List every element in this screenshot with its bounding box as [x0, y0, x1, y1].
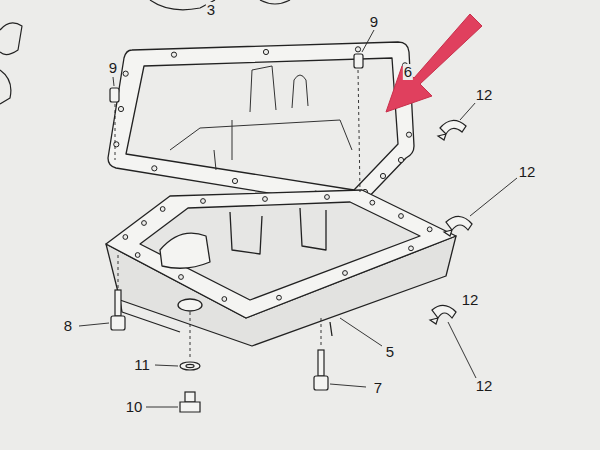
bolt-hole	[152, 166, 157, 171]
bolt-hole	[171, 52, 176, 57]
pan-well	[140, 202, 420, 300]
bolt-hole	[135, 253, 140, 258]
bolt-hole	[232, 178, 237, 183]
drain-plug-thread	[185, 392, 195, 402]
callout-number: 12	[475, 378, 494, 394]
pan-flange	[106, 190, 456, 318]
leader-line	[448, 322, 476, 378]
red-pointer-arrow	[386, 14, 482, 112]
callout-number: 5	[385, 344, 395, 360]
drain-boss	[178, 299, 202, 311]
leader-line	[155, 365, 178, 366]
bolt-hole	[263, 197, 268, 202]
bolt-head	[111, 316, 125, 330]
leader-line	[470, 178, 517, 216]
center-line	[358, 70, 360, 192]
bolt-head	[314, 376, 328, 390]
leader-line	[362, 30, 374, 52]
hose-clip	[430, 305, 456, 324]
bolt-hole	[370, 200, 375, 205]
callout-number: 12	[475, 87, 494, 103]
gasket-holes	[114, 47, 412, 197]
bolt-hole	[355, 47, 360, 52]
callout-number: 3	[206, 2, 216, 18]
part-outline	[0, 23, 22, 55]
pan-internals-through-gasket	[170, 66, 352, 170]
dowel-pin	[110, 54, 363, 102]
gasket	[108, 42, 414, 207]
dowel-pin	[354, 54, 363, 68]
pan-boss	[160, 233, 210, 268]
leader-line	[113, 77, 114, 86]
bolt-hole	[399, 214, 404, 219]
bolt-hole	[409, 246, 414, 251]
bolt-hole	[123, 71, 128, 76]
dowel-pin	[110, 88, 119, 102]
pan-detail	[120, 300, 332, 336]
bolt-shank	[115, 290, 121, 316]
leader-line	[330, 384, 366, 387]
callout-number: 9	[108, 60, 118, 76]
pan-rib	[230, 208, 326, 254]
hose-clip	[444, 216, 472, 236]
bolt-hole	[343, 271, 348, 276]
baffle-line	[214, 120, 232, 170]
leader-line	[460, 102, 476, 120]
callout-number: 12	[518, 164, 537, 180]
part-outline	[0, 70, 11, 104]
leader-line	[79, 323, 109, 326]
center-line	[115, 104, 116, 160]
bolt-hole	[398, 157, 403, 162]
baffle-line	[170, 120, 352, 150]
hose-clip	[438, 120, 466, 140]
callout-number: 6	[403, 64, 413, 80]
baffle-line	[292, 75, 308, 108]
drain-plug-head	[180, 402, 200, 412]
bolt-hole	[427, 227, 432, 232]
center-line	[321, 318, 322, 348]
washer	[180, 362, 200, 370]
center-line	[190, 312, 191, 360]
bolt-hole	[201, 199, 206, 204]
pan-bolt-holes	[123, 195, 432, 302]
bolt-hole	[118, 106, 123, 111]
part-outline	[260, 0, 290, 4]
callout-number: 12	[461, 292, 480, 308]
bolt-hole	[114, 142, 119, 147]
gasket-inner-edge	[126, 58, 398, 190]
center-line	[118, 255, 119, 288]
callout-number: 10	[125, 399, 144, 415]
bolt-hole	[380, 173, 385, 178]
callout-number: 7	[373, 380, 383, 396]
fasteners	[111, 290, 328, 412]
leader-line	[340, 318, 382, 346]
bolt-hole	[179, 275, 184, 280]
callout-number: 11	[133, 357, 151, 373]
baffle-line	[250, 66, 276, 112]
callout-number: 8	[63, 318, 73, 334]
oil-pan	[106, 190, 456, 346]
callout-number: 9	[369, 14, 379, 30]
bolt-hole	[277, 295, 282, 300]
bolt-hole	[142, 221, 147, 226]
bolt-hole	[222, 297, 227, 302]
bolt-hole	[406, 132, 411, 137]
bolt-hole	[263, 49, 268, 54]
bolt-shank	[318, 350, 324, 376]
bolt-hole	[325, 195, 330, 200]
bolt-hole	[160, 207, 165, 212]
leader-line	[146, 407, 178, 408]
washer-hole	[186, 364, 194, 367]
leader-lines	[79, 30, 517, 407]
bolt-hole	[123, 235, 128, 240]
gasket-outline	[108, 42, 414, 207]
